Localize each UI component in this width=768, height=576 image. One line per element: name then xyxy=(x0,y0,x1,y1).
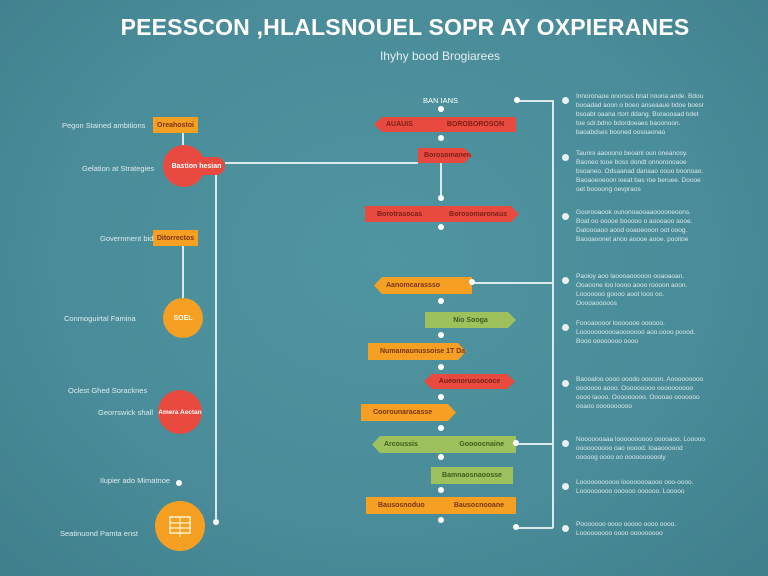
left-label: Gelation at Strategies xyxy=(82,164,155,173)
node-dot xyxy=(513,440,519,446)
node-dot xyxy=(438,332,444,338)
connector-line xyxy=(552,100,554,528)
bullet-dot xyxy=(562,324,569,331)
node-dot xyxy=(438,298,444,304)
left-box: Oreahostoi xyxy=(153,117,198,133)
node-dot xyxy=(513,524,519,530)
node-dot xyxy=(469,279,475,285)
node-dot xyxy=(438,106,444,112)
node-dot xyxy=(438,454,444,460)
connector-line xyxy=(516,443,553,445)
bullet-dot xyxy=(562,380,569,387)
note-text: Goorooaook ounonoaooaaooooneoons. Boat o… xyxy=(576,209,693,243)
process-step[interactable]: Arcoussis Goooocnaine xyxy=(372,436,516,453)
step-text-a: Borotrasocas xyxy=(377,210,423,218)
note-text: Innoronaoe onorsos bnat noona ande. Bdou… xyxy=(576,93,704,136)
step-text-b: Borosomaronaus xyxy=(449,210,507,218)
node-dot xyxy=(176,480,182,486)
step-text-a: Numamaunussoise 1T Das xyxy=(380,348,470,355)
process-step[interactable]: Aueonoruosococe xyxy=(424,374,515,389)
node-dot xyxy=(438,425,444,431)
left-box: Ditorrectos xyxy=(153,230,198,246)
note-text: Baooaloo oooo ooodo ooooon. Aooooooooo o… xyxy=(576,376,704,410)
step-text-a: Aueonoruosococe xyxy=(438,378,501,385)
red-circle-node: Amera Aectan xyxy=(158,390,202,434)
process-step[interactable]: Bamnaosnaoosse xyxy=(431,467,513,484)
center-heading: BAN IANS xyxy=(423,96,459,105)
connector-line xyxy=(182,133,184,151)
step-text-a: Arcoussis xyxy=(384,441,418,448)
connector-line xyxy=(225,162,418,164)
bullet-dot xyxy=(562,440,569,447)
left-label: Government bids xyxy=(100,234,158,243)
left-pill: Bastion hesian xyxy=(168,157,225,175)
node-dot xyxy=(438,364,444,370)
process-step[interactable]: AUAUIS BOROBOROSON xyxy=(374,117,516,132)
note-text: Nooooooaaa loooooooooo ooooaoo. Looooo o… xyxy=(576,436,706,461)
bullet-dot xyxy=(562,213,569,220)
node-dot xyxy=(438,224,444,230)
connector-line xyxy=(516,527,553,529)
node-dot xyxy=(213,519,219,525)
note-text: Foooaoooor looooooe oooooo. Looooooooooa… xyxy=(576,320,696,345)
left-label: Ilupier ado Mimatnoe xyxy=(100,476,171,485)
bullet-dot xyxy=(562,154,569,161)
building-icon-circle xyxy=(155,501,205,551)
bullet-dot xyxy=(562,97,569,104)
step-text-a: Bamnaosnaoosse xyxy=(442,472,502,479)
step-text-b: BOROBOROSON xyxy=(446,121,504,128)
bullet-dot xyxy=(562,277,569,284)
left-label: Seatinuond Pamta enst xyxy=(60,529,138,538)
step-text-a: Aanomcarassso xyxy=(386,282,441,289)
note-text: Looooooooooo loooooooaooo ooo-oooo. Looo… xyxy=(576,479,694,495)
step-text-a: Bausosnoduo xyxy=(378,502,425,509)
process-step[interactable]: Bausosnoduo Bausocnooane xyxy=(366,497,516,514)
page-subtitle: Ihyhy bood Brogiarees xyxy=(379,49,501,63)
process-step[interactable]: Numamaunussoise 1T Das xyxy=(368,343,466,360)
node-dot xyxy=(438,135,444,141)
note-text: Taunni aaooono beoanl oun oneanosy. Baon… xyxy=(576,150,704,193)
left-label: Oclest Ghed Soracknes xyxy=(68,386,148,395)
node-dot xyxy=(514,97,520,103)
left-label: Conmoguirtal Famina xyxy=(64,314,136,323)
process-step[interactable]: Borotrasocas Borosomaronaus xyxy=(365,206,519,222)
note-text: Pooooooo oooo ooooo oooo oooo. Loooooooo… xyxy=(576,521,677,537)
node-dot xyxy=(438,394,444,400)
table-icon xyxy=(169,516,191,537)
connector-line xyxy=(440,163,442,199)
step-text-a: AUAUIS xyxy=(386,121,413,128)
process-step[interactable]: Aanomcarassso xyxy=(374,277,472,294)
connector-line xyxy=(517,100,553,102)
bullet-dot xyxy=(562,525,569,532)
left-label: Georrswick shall xyxy=(98,408,154,417)
note-text: Paoioy aoo laoooaoooooo ooaoaoan. Ooaoon… xyxy=(576,273,688,307)
process-step[interactable]: Borosomanen xyxy=(418,148,472,163)
step-text-a: Nio Sooga xyxy=(453,316,488,324)
bullet-dot xyxy=(562,483,569,490)
step-text-a: Coorounaracasse xyxy=(373,409,433,416)
connector-line xyxy=(182,246,184,298)
chart-icon-circle: SOEL xyxy=(163,298,203,338)
page-title: PEESSCON ,HLALSNOUEL SOPR AY OXPIERANES xyxy=(120,14,690,40)
step-text-b: Goooocnaine xyxy=(459,441,504,448)
left-label: Pegon Stained ambitions xyxy=(62,121,146,130)
step-text-b: Bausocnooane xyxy=(453,502,504,509)
process-step[interactable]: Coorounaracasse xyxy=(361,404,456,421)
step-text-a: Borosomanen xyxy=(424,152,472,159)
node-dot xyxy=(438,517,444,523)
process-step[interactable]: Nio Sooga xyxy=(425,312,516,328)
node-dot xyxy=(438,487,444,493)
node-dot xyxy=(438,195,444,201)
connector-line xyxy=(215,175,217,522)
connector-line xyxy=(472,282,553,284)
